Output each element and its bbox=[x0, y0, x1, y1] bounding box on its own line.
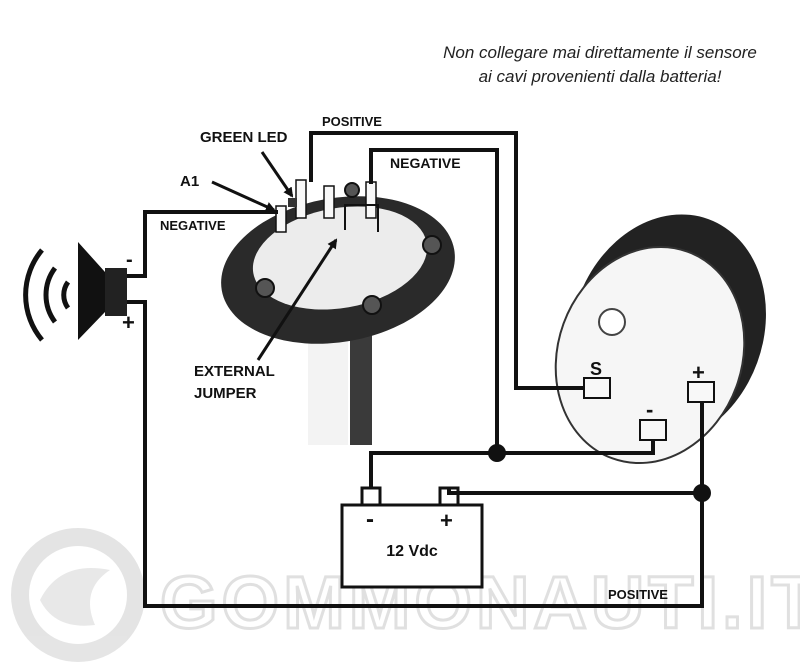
gauge-light-bulb bbox=[598, 308, 626, 336]
sensor-screw-hole bbox=[255, 278, 275, 298]
warning-note-line-1: Non collegare mai direttamente il sensor… bbox=[443, 43, 757, 62]
sensor bbox=[221, 179, 455, 445]
battery-terminal-negative bbox=[360, 486, 382, 507]
sensor-terminal-positive bbox=[295, 179, 307, 219]
sensor-screw-hole bbox=[362, 295, 382, 315]
battery-voltage-label: 12 Vdc bbox=[386, 543, 438, 560]
gauge-plus-label: + bbox=[692, 360, 705, 385]
gauge-terminal-minus bbox=[639, 419, 667, 441]
wire-negative-sensor bbox=[369, 148, 499, 453]
gauge-s-label: S bbox=[590, 359, 602, 379]
battery-body bbox=[340, 503, 484, 589]
battery-plus-label: + bbox=[440, 508, 453, 533]
speaker-minus-label: - bbox=[126, 249, 133, 271]
watermark-logo-ring bbox=[11, 528, 145, 662]
wire-negative-buzzer bbox=[127, 210, 278, 278]
watermark-logo-swoosh bbox=[40, 568, 110, 626]
sensor-terminal-a1 bbox=[275, 205, 287, 233]
speaker-icon bbox=[78, 242, 120, 340]
gauge-back bbox=[554, 245, 746, 465]
sound-wave-middle bbox=[43, 266, 58, 324]
label-jumper: JUMPER bbox=[194, 385, 257, 402]
battery: - + 12 Vdc bbox=[340, 486, 484, 589]
sound-wave-outer bbox=[23, 248, 44, 342]
label-negative-top: NEGATIVE bbox=[390, 155, 461, 171]
sensor-tube bbox=[350, 330, 372, 445]
label-external: EXTERNAL bbox=[194, 363, 275, 380]
label-negative-left: NEGATIVE bbox=[160, 218, 226, 233]
buzzer: - + bbox=[23, 242, 135, 342]
wire-positive-bottom bbox=[127, 300, 704, 608]
gauge-terminal-plus bbox=[687, 381, 715, 403]
speaker-plus-label: + bbox=[122, 310, 135, 335]
sensor-screw-hole bbox=[422, 235, 442, 255]
gauge-terminal-s bbox=[583, 377, 611, 399]
wire-negative-battery-to-gauge bbox=[369, 440, 655, 488]
speaker-back bbox=[105, 268, 127, 316]
sensor-terminal bbox=[323, 185, 335, 219]
arrow-external-jumper bbox=[256, 238, 338, 361]
sensor-screw-hole bbox=[344, 182, 360, 198]
sound-wave-inner bbox=[61, 280, 71, 310]
external-jumper-wire bbox=[344, 204, 379, 232]
label-green-led: GREEN LED bbox=[200, 129, 288, 146]
battery-minus-label: - bbox=[366, 506, 374, 533]
label-positive-bottom: POSITIVE bbox=[608, 587, 668, 602]
gauge-minus-label: - bbox=[646, 397, 653, 422]
junction-positive bbox=[693, 484, 711, 502]
junction-negative bbox=[488, 444, 506, 462]
green-led bbox=[288, 198, 297, 207]
wiring bbox=[127, 131, 704, 608]
pointer-arrows bbox=[211, 151, 338, 361]
label-positive-top: POSITIVE bbox=[322, 114, 382, 129]
gauge: S - + bbox=[554, 214, 766, 465]
warning-note-line-2: ai cavi provenienti dalla batteria! bbox=[479, 67, 722, 86]
sensor-tube-shadow bbox=[308, 330, 348, 445]
label-a1: A1 bbox=[180, 173, 199, 190]
wire-positive-sensor-to-gauge bbox=[309, 131, 584, 390]
sensor-flange-face bbox=[252, 206, 428, 310]
arrow-a1 bbox=[211, 180, 276, 212]
sensor-terminal-negative bbox=[365, 181, 377, 219]
wire-positive-battery bbox=[447, 488, 702, 495]
arrow-green-led bbox=[260, 151, 294, 198]
